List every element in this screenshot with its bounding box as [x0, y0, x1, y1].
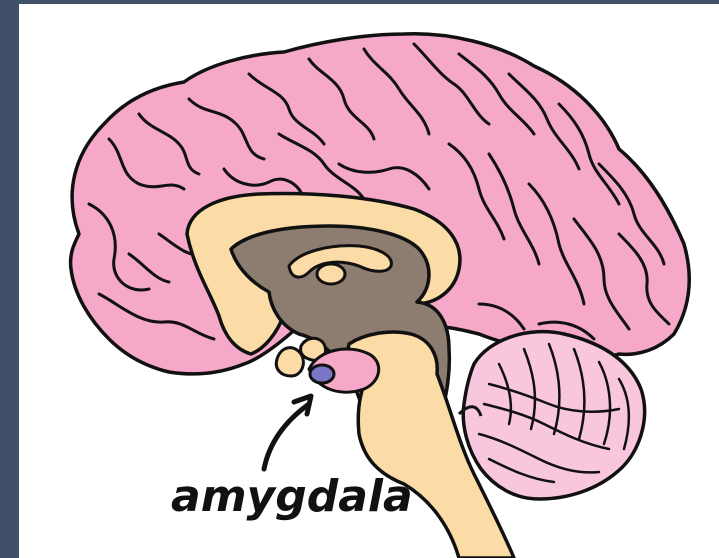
brain-illustration: amygdala	[19, 4, 719, 558]
diagram-panel: amygdala	[19, 4, 719, 558]
arrow-icon	[264, 396, 311, 469]
pituitary	[276, 348, 303, 376]
small-oval	[317, 264, 345, 284]
amygdala-label: amygdala	[171, 471, 413, 522]
cerebellum	[459, 332, 645, 499]
amygdala	[310, 365, 334, 383]
